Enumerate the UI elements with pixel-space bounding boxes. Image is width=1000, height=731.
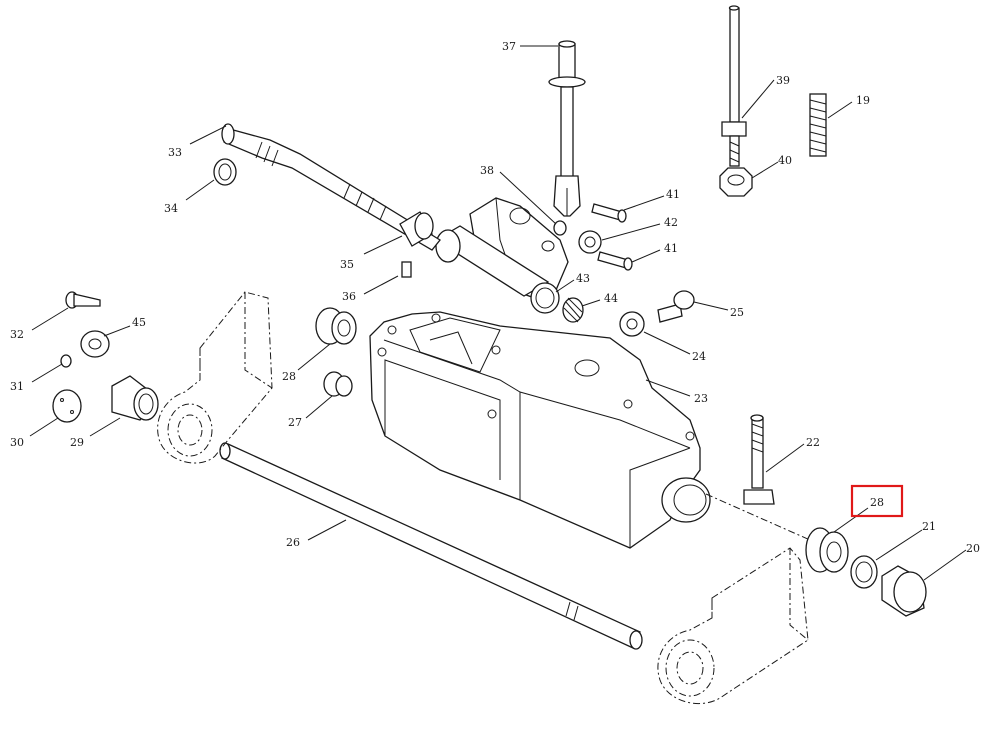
part-29-bushing <box>111 375 159 421</box>
label-33: 33 <box>168 146 182 159</box>
label-34: 34 <box>164 202 178 215</box>
label-20: 20 <box>966 542 980 555</box>
part-25-bolt <box>657 290 695 323</box>
label-31: 31 <box>10 380 24 393</box>
label-38: 38 <box>480 164 494 177</box>
label-41-upper: 41 <box>666 188 680 201</box>
part-39-bolt <box>721 5 747 167</box>
upper-bracket <box>434 197 569 301</box>
label-28-right: 28 <box>870 496 884 509</box>
part-42-bushing <box>578 230 602 254</box>
label-28-left: 28 <box>282 370 296 383</box>
part-23-housing <box>369 311 711 549</box>
part-32-screw <box>65 291 101 309</box>
part-40-nut <box>719 167 753 197</box>
part-22-bolt <box>743 414 775 505</box>
part-41-pin-upper <box>591 203 627 223</box>
part-19-spring <box>809 93 827 157</box>
leader-lines <box>29 45 967 581</box>
label-40: 40 <box>778 154 792 167</box>
right-arm-ghost <box>657 547 809 705</box>
part-45-washer <box>80 330 110 358</box>
part-20-cap <box>881 565 927 617</box>
label-29: 29 <box>70 436 84 449</box>
label-30: 30 <box>10 436 24 449</box>
label-45: 45 <box>132 316 146 329</box>
label-22: 22 <box>806 436 820 449</box>
label-21: 21 <box>922 520 936 533</box>
label-43: 43 <box>576 272 590 285</box>
part-35-bushing <box>399 211 434 247</box>
part-37-shaft <box>548 40 586 217</box>
label-39: 39 <box>776 74 790 87</box>
part-26-shaft <box>219 442 643 650</box>
label-35: 35 <box>340 258 354 271</box>
part-28-bushing-right <box>805 527 849 573</box>
label-23: 23 <box>694 392 708 405</box>
part-38-ring <box>553 220 567 236</box>
label-25: 25 <box>730 306 744 319</box>
part-33-rod <box>221 123 441 251</box>
label-24: 24 <box>692 350 706 363</box>
part-28-bushing-left <box>315 307 357 345</box>
label-32: 32 <box>10 328 24 341</box>
label-42: 42 <box>664 216 678 229</box>
part-21-ring <box>850 555 878 589</box>
part-36-pin <box>401 261 412 278</box>
label-44: 44 <box>604 292 618 305</box>
part-34-ring <box>213 158 237 186</box>
part-44-bearing <box>562 297 584 323</box>
label-27: 27 <box>288 416 302 429</box>
left-arm-ghost <box>157 291 273 464</box>
label-37: 37 <box>502 40 516 53</box>
part-30-plate <box>52 389 82 423</box>
highlight-box-28 <box>850 484 904 518</box>
label-19: 19 <box>856 94 870 107</box>
part-43-ring <box>530 282 560 314</box>
label-41-lower: 41 <box>664 242 678 255</box>
label-26: 26 <box>286 536 300 549</box>
part-24-washer <box>619 311 645 337</box>
part-27-bushing <box>323 371 353 397</box>
label-36: 36 <box>342 290 356 303</box>
part-31-ring <box>60 354 72 368</box>
part-41-pin-lower <box>597 251 633 271</box>
